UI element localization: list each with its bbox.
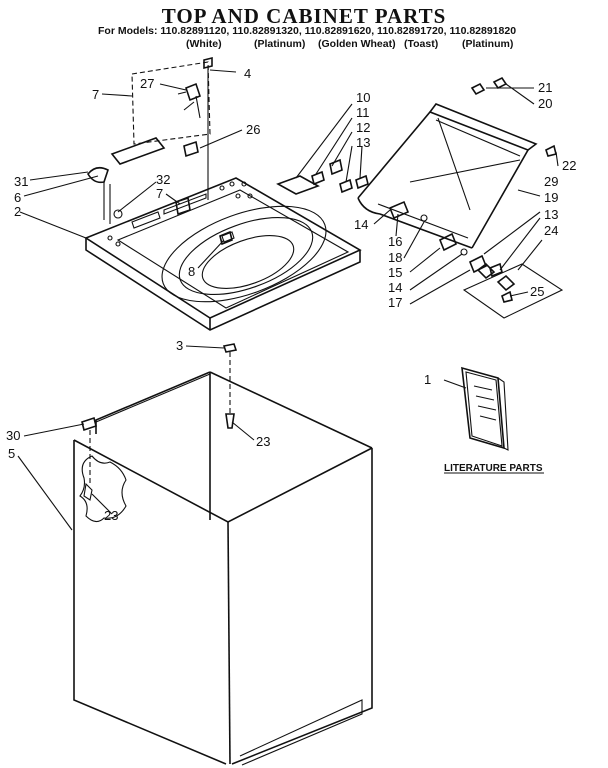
literature-booklet-drawing [461, 366, 509, 451]
finish-label: (Platinum) [462, 38, 514, 50]
callout-32: 32 [156, 172, 170, 187]
finish-label: (Platinum) [254, 38, 306, 50]
finish-label: (Toast) [404, 38, 439, 50]
callout-7: 7 [156, 186, 163, 201]
callout-31: 31 [14, 174, 28, 189]
models-line: For Models: 110.82891120, 110.82891320, … [98, 25, 517, 37]
callout-10: 10 [356, 90, 370, 105]
callout-numbers: 4 7 27 26 31 6 2 32 7 8 10 11 12 13 14 1… [6, 66, 576, 523]
callout-8: 8 [188, 264, 195, 279]
callout-21: 21 [538, 80, 552, 95]
callout-14b: 14 [388, 280, 402, 295]
callout-12: 12 [356, 120, 370, 135]
callout-3: 3 [176, 338, 183, 353]
leader-lines [17, 69, 559, 531]
callout-19: 19 [544, 190, 558, 205]
callout-17: 17 [388, 295, 402, 310]
callout-14: 14 [354, 217, 368, 232]
callout-6: 6 [14, 190, 21, 205]
callout-20: 20 [538, 96, 552, 111]
callout-4: 4 [244, 66, 251, 81]
lid-drawing [357, 103, 538, 249]
callout-22: 22 [562, 158, 576, 173]
top-panel-drawing [84, 177, 362, 331]
callout-23a: 23 [256, 434, 270, 449]
literature-label: LITERATURE PARTS [444, 463, 543, 474]
diagram-title: TOP AND CABINET PARTS [161, 4, 447, 28]
hinge-parts-drawing [276, 76, 557, 278]
callout-16: 16 [388, 234, 402, 249]
small-parts-drawing [87, 137, 199, 229]
callout-26: 26 [246, 122, 260, 137]
callout-1: 1 [424, 372, 431, 387]
callout-15: 15 [388, 265, 402, 280]
cabinet-drawing [73, 371, 373, 766]
screws-drawing [81, 230, 238, 486]
callout-5: 5 [8, 446, 15, 461]
finish-label: (White) [186, 38, 222, 50]
hinge-plate-drawing [462, 262, 564, 319]
callout-25: 25 [530, 284, 544, 299]
callout-13: 13 [356, 135, 370, 150]
callout-18: 18 [388, 250, 402, 265]
callout-30: 30 [6, 428, 20, 443]
callout-23b: 23 [104, 508, 118, 523]
callout-29: 29 [544, 174, 558, 189]
finish-label: (Golden Wheat) [318, 38, 396, 50]
callout-9: 7 [92, 87, 99, 102]
callout-27: 27 [140, 76, 154, 91]
switch-box-drawing [131, 56, 213, 200]
callout-13b: 13 [544, 207, 558, 222]
finishes-row: (White) (Platinum) (Golden Wheat) (Toast… [0, 38, 608, 52]
callout-2: 2 [14, 204, 21, 219]
callout-11: 11 [356, 105, 370, 120]
callout-24: 24 [544, 223, 558, 238]
